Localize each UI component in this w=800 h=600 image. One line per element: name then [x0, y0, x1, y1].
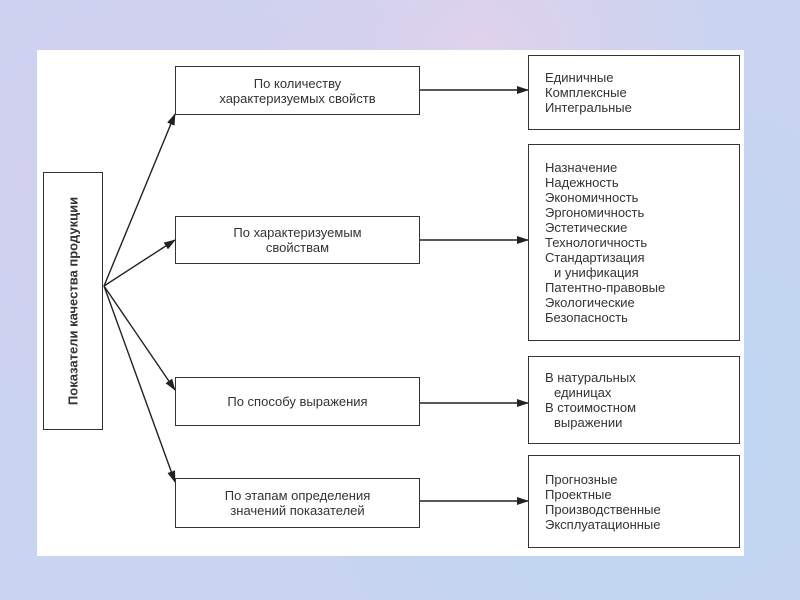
list-item: В натуральных — [545, 370, 636, 385]
category-label: значений показателей — [230, 503, 365, 518]
category-label: По этапам определения — [224, 488, 371, 503]
root-box: Показатели качества продукции — [43, 172, 103, 430]
list-item: Стандартизация — [545, 250, 645, 265]
list-item: Комплексные — [545, 85, 627, 100]
list-item: Технологичность — [545, 235, 648, 250]
list-item: Назначение — [545, 160, 618, 175]
list-item: и унификация — [554, 265, 639, 280]
arrow-root-to-cat1 — [103, 113, 176, 287]
list-item: Прогнозные — [545, 471, 618, 487]
category-label: По способу выражения — [227, 394, 368, 409]
items-box-stages: Прогнозные Проектные Производственные Эк… — [528, 455, 740, 548]
list-item: Экологические — [545, 295, 635, 310]
items-box-quantity: Единичные Комплексные Интегральные — [528, 55, 740, 130]
arrow-root-to-cat3 — [103, 285, 176, 391]
category-box-stages: По этапам определения значений показател… — [175, 478, 420, 528]
category-label: По характеризуемым — [233, 225, 362, 240]
list-item: Патентно-правовые — [545, 280, 666, 295]
list-item: единицах — [554, 385, 612, 400]
arrow-root-to-cat4 — [103, 285, 176, 483]
arrow-root-to-cat2 — [103, 239, 176, 287]
list-item: Эргономичность — [545, 205, 645, 220]
category-box-properties: По характеризуемым свойствам — [175, 216, 420, 264]
items-box-properties: Назначение Надежность Экономичность Эрго… — [528, 144, 740, 341]
list-item: Единичные — [545, 70, 614, 85]
list-item: выражении — [554, 415, 623, 430]
category-label: характеризуемых свойств — [219, 90, 376, 106]
list-item: Эксплуатационные — [545, 516, 661, 532]
category-box-expression: По способу выражения — [175, 377, 420, 426]
list-item: Надежность — [545, 175, 619, 190]
items-box-expression: В натуральных единицах В стоимостном выр… — [528, 356, 740, 444]
category-box-quantity: По количеству характеризуемых свойств — [175, 66, 420, 115]
list-item: Проектные — [545, 486, 612, 502]
list-item: Интегральные — [545, 100, 632, 115]
list-item: Эстетические — [545, 220, 628, 235]
list-item: В стоимостном — [545, 400, 637, 415]
list-item: Экономичность — [545, 190, 639, 205]
list-item: Производственные — [545, 501, 661, 517]
list-item: Безопасность — [545, 310, 628, 325]
category-label: свойствам — [265, 240, 330, 255]
category-label: По количеству — [253, 75, 342, 91]
root-label: Показатели качества продукции — [65, 196, 81, 406]
